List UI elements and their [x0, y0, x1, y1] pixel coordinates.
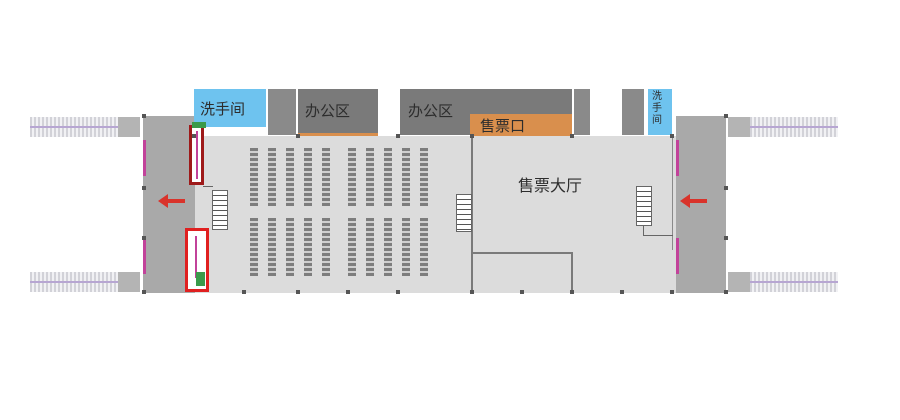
connector-right-top [728, 117, 750, 137]
seat-column [420, 148, 428, 206]
seat-column [366, 218, 374, 276]
stair-green-top [192, 122, 206, 128]
office-2-label: 办公区 [408, 102, 454, 120]
seat-column [304, 218, 312, 276]
washroom-left [194, 89, 266, 127]
seating-area [250, 148, 430, 278]
seat-column [366, 148, 374, 206]
seat-column [384, 148, 392, 206]
seat-column [268, 148, 276, 206]
column-post [142, 114, 146, 118]
gate-right-line-h [643, 235, 673, 236]
stair-green-bottom [196, 272, 205, 286]
block-gray-3 [622, 89, 644, 135]
column-post [670, 290, 674, 294]
hall-inner-line-v [571, 252, 573, 292]
seat-column [402, 218, 410, 276]
column-post [520, 290, 524, 294]
ticket-window [470, 114, 572, 136]
gate-right-line [643, 226, 644, 236]
block-gray-1 [268, 89, 296, 135]
door-marker [143, 140, 146, 176]
washroom-left-label: 洗手间 [200, 100, 246, 118]
column-post [570, 290, 574, 294]
seat-column [268, 218, 276, 276]
door-marker [143, 238, 146, 274]
seat-column [286, 148, 294, 206]
column-post [724, 290, 728, 294]
washroom-right [648, 89, 672, 135]
connector-left-bottom [118, 272, 140, 292]
column-post [620, 290, 624, 294]
column-post [142, 236, 146, 240]
arrow-left-icon [158, 194, 188, 208]
gate-left-line [203, 186, 213, 187]
column-post [242, 290, 246, 294]
office-1-baseline [298, 133, 378, 136]
track-right-top [750, 117, 838, 137]
washroom-right-label: 洗 手 间 [652, 91, 662, 126]
column-post [296, 134, 300, 138]
seat-column [250, 148, 258, 206]
seat-column [402, 148, 410, 206]
gate-right [636, 186, 652, 226]
column-post [396, 290, 400, 294]
office-1 [298, 89, 378, 135]
track-left-bottom [30, 272, 120, 292]
column-post [670, 134, 674, 138]
seat-column [384, 218, 392, 276]
column-post [142, 186, 146, 190]
seat-column [304, 148, 312, 206]
door-marker [676, 238, 679, 274]
column-post [570, 134, 574, 138]
hall-divider [471, 136, 473, 293]
arrow-left-icon [680, 194, 710, 208]
seat-column [286, 218, 294, 276]
ticket-window-label: 售票口 [480, 117, 526, 135]
hall-inner-line [472, 252, 572, 254]
column-post [142, 290, 146, 294]
column-post [724, 114, 728, 118]
column-post [470, 290, 474, 294]
seat-column [322, 148, 330, 206]
gate-left [212, 190, 228, 230]
block-gray-2 [574, 89, 590, 135]
column-post [396, 134, 400, 138]
column-post [296, 290, 300, 294]
column-post [192, 134, 196, 138]
column-post [346, 290, 350, 294]
track-right-bottom [750, 272, 838, 292]
seat-column [250, 218, 258, 276]
seat-column [420, 218, 428, 276]
gate-center [456, 194, 472, 232]
seat-column [348, 148, 356, 206]
door-marker [676, 140, 679, 176]
connector-right-bottom [728, 272, 750, 292]
stair-top-line [196, 131, 198, 179]
office-1-label: 办公区 [305, 102, 351, 120]
ticket-hall-area [472, 138, 673, 250]
seat-column [348, 218, 356, 276]
seat-column [322, 218, 330, 276]
column-post [470, 134, 474, 138]
connector-left-top [118, 117, 140, 137]
column-post [724, 186, 728, 190]
ticket-hall-label: 售票大厅 [518, 176, 583, 195]
stair-bottom-line [195, 236, 197, 278]
track-left-top [30, 117, 120, 137]
column-post [724, 236, 728, 240]
